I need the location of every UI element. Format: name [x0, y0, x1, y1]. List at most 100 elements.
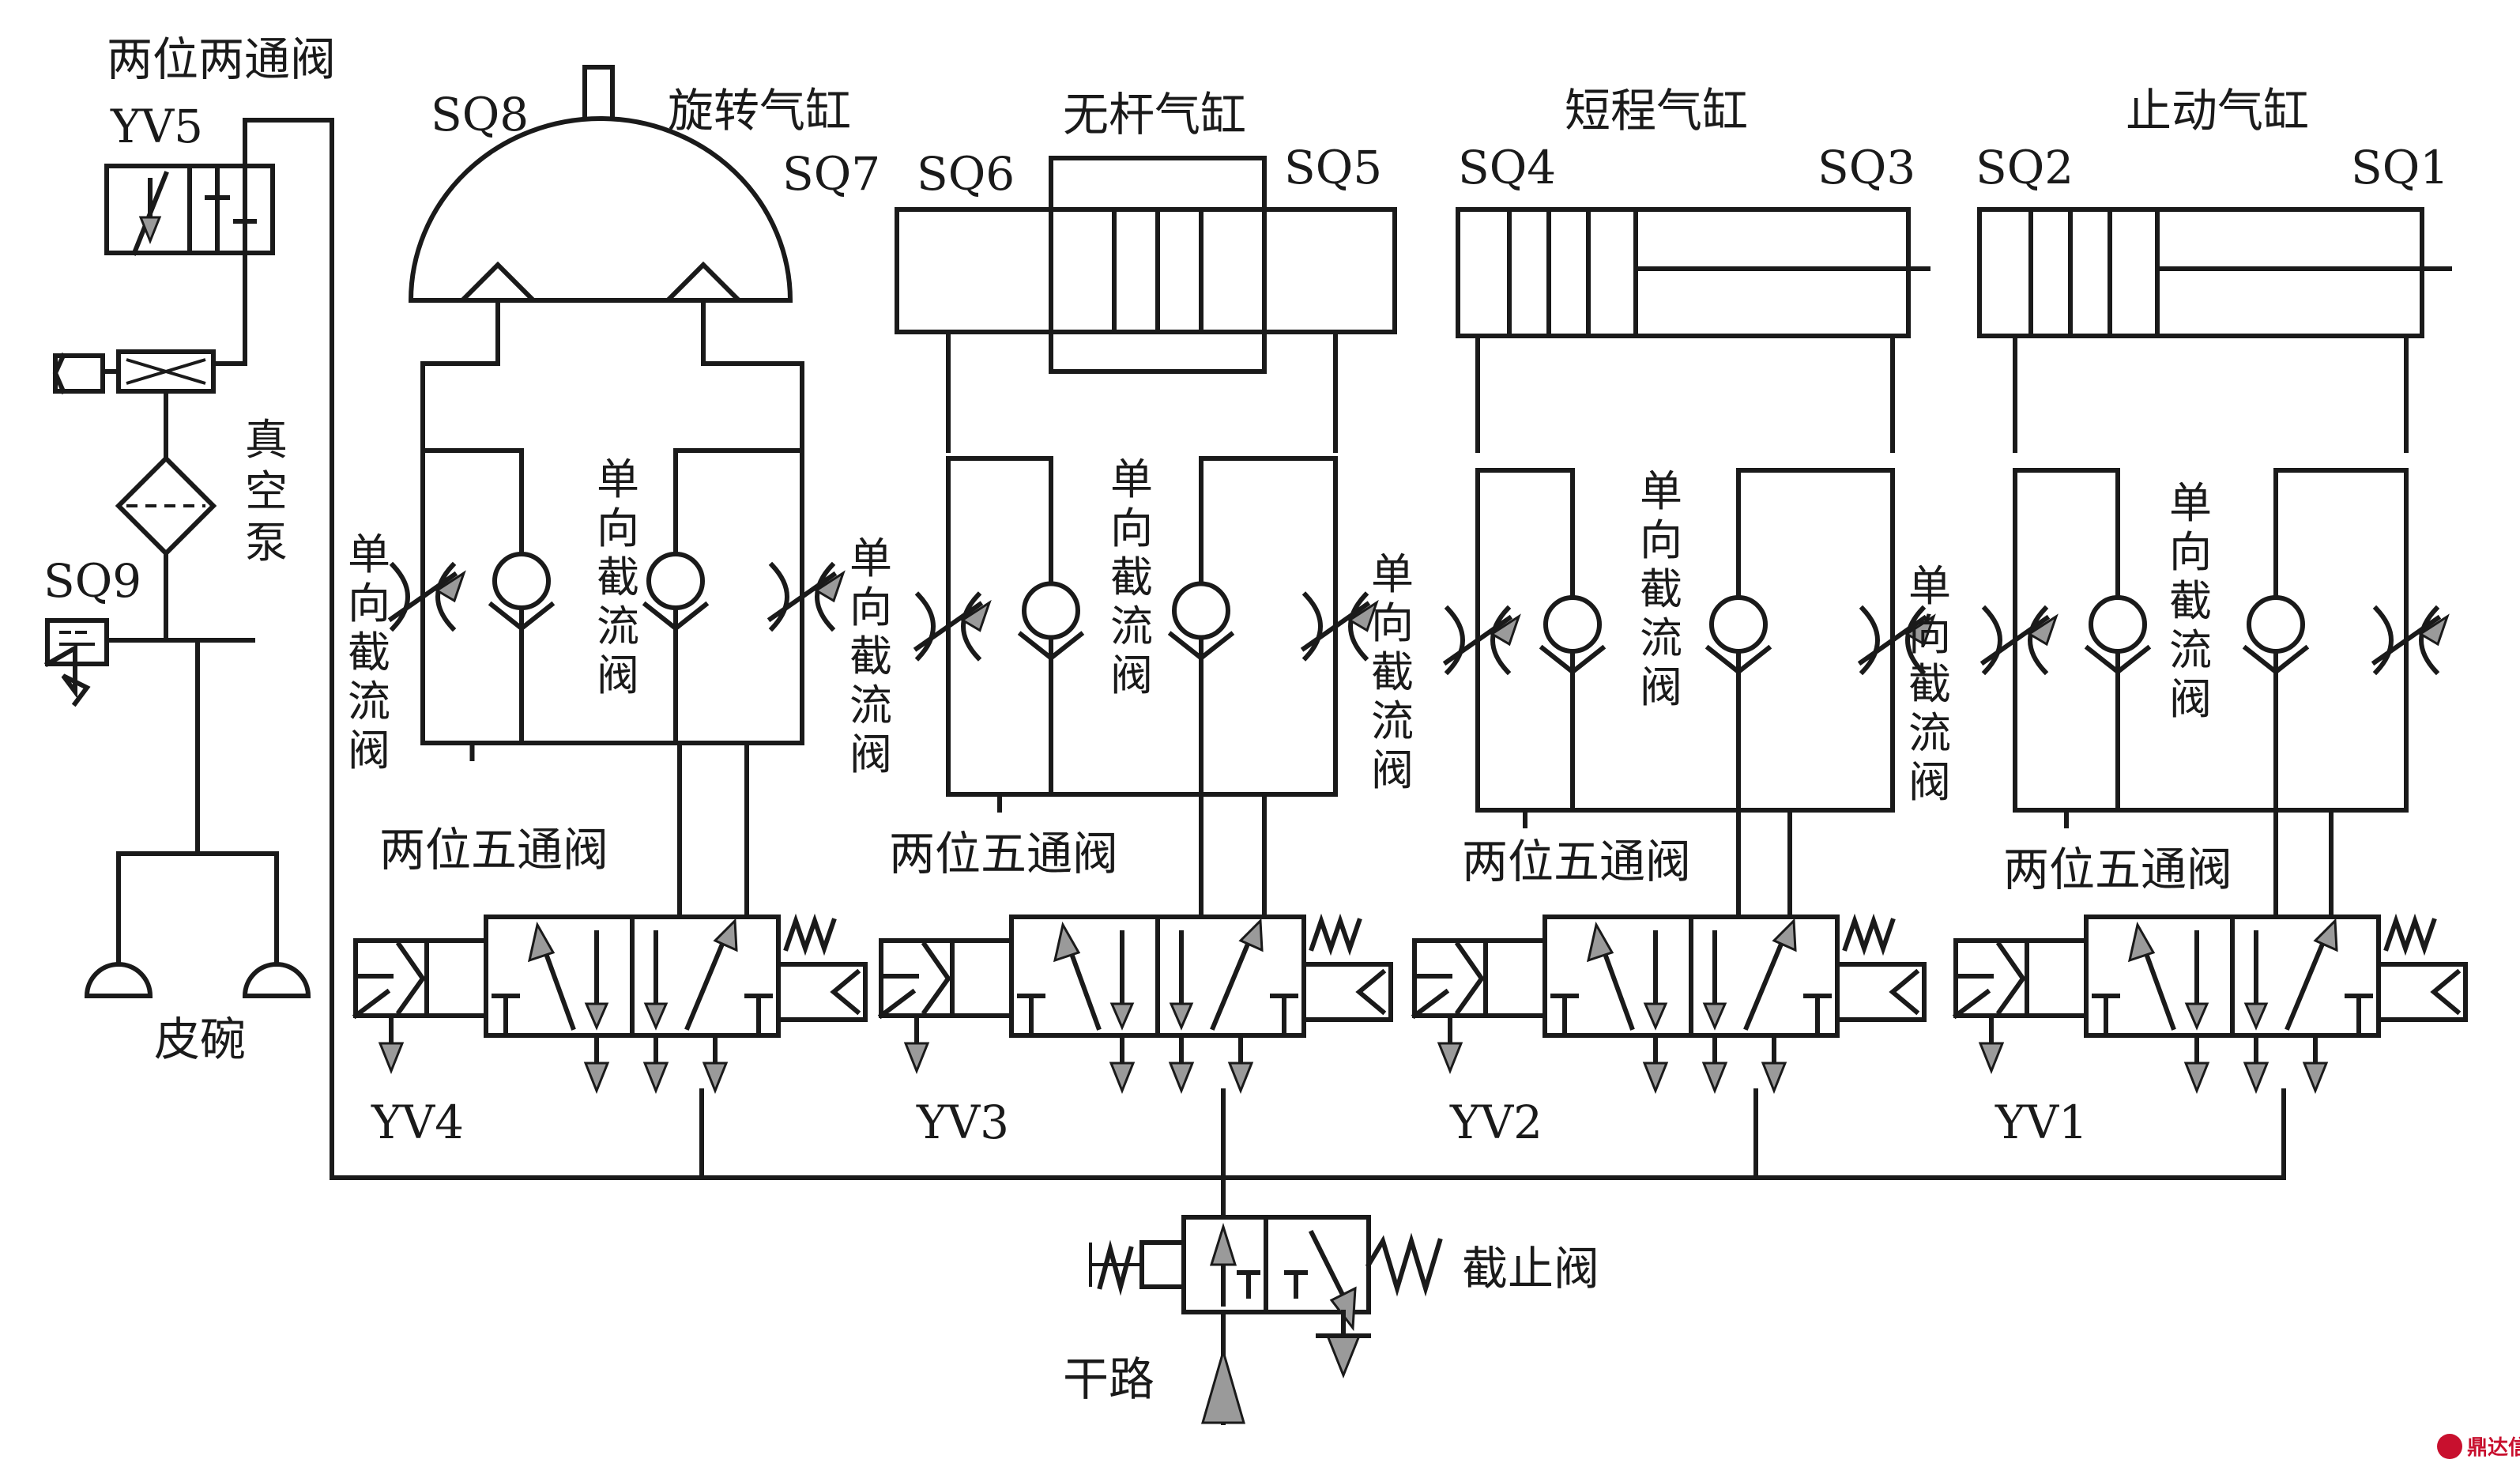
- check-throttle-char: 流: [2169, 625, 2212, 675]
- exhaust-arrow: [583, 1062, 610, 1095]
- throttle-arc: [1981, 605, 2002, 676]
- check-throttle-label-1: 单向截流阀: [348, 530, 390, 775]
- check-throttle-char: 单: [1110, 454, 1153, 504]
- solenoid-box-right: [1301, 962, 1393, 1022]
- sq4-label: SQ4: [1458, 141, 1556, 194]
- flow-arrow-4: [1238, 918, 1264, 952]
- five-way-valve-label-yv3: 两位五通阀: [889, 827, 1118, 881]
- main-line-label: 干路: [1063, 1352, 1155, 1406]
- check-throttle-char: 截: [2169, 576, 2212, 626]
- pilot-frame: [1483, 938, 1547, 1018]
- short-cylinder-label: 短程气缸: [1565, 84, 1748, 138]
- sq6-label: SQ6: [917, 147, 1015, 201]
- five-way-valve-label-yv2: 两位五通阀: [1462, 835, 1691, 888]
- throttle-arc: [768, 561, 789, 632]
- exhaust-arrow: [903, 1042, 930, 1075]
- flow-arrow-4: [713, 918, 738, 952]
- flow-arrow-4: [1772, 918, 1797, 952]
- check-valve-seat: [1017, 631, 1085, 662]
- exhaust-arrow: [2302, 1062, 2329, 1095]
- throttle-arc: [2028, 605, 2049, 676]
- throttle-arc: [2419, 605, 2440, 676]
- pilot-triangle: [921, 941, 951, 1016]
- check-throttle-char: 流: [1371, 696, 1414, 746]
- vacuum-pump-label-2: 空: [245, 466, 288, 516]
- spring: [1309, 913, 1362, 956]
- sq3-label: SQ3: [1817, 141, 1915, 194]
- exhaust-arrow: [1701, 1062, 1728, 1095]
- check-valve-seat: [642, 601, 710, 632]
- exhaust-arrow: [1642, 1062, 1669, 1095]
- throttle-adjust: [1857, 614, 1928, 666]
- rodless-cylinder: [895, 156, 1397, 453]
- check-valve-seat: [2084, 644, 2152, 675]
- check-throttle-char: 截: [348, 628, 390, 677]
- check-throttle-pair-short: [1442, 468, 1936, 919]
- flow-arrow-4: [2313, 918, 2338, 952]
- sq1-label: SQ1: [2351, 141, 2449, 194]
- solenoid-triangle-right: [1889, 968, 1920, 1016]
- flow-arrow-2: [1109, 1002, 1135, 1031]
- check-throttle-char: 向: [1110, 503, 1153, 553]
- throttle-adjust: [1300, 601, 1371, 652]
- check-throttle-char: 向: [1908, 610, 1951, 660]
- short-stroke-cylinder: [1456, 207, 1930, 453]
- blocked-port: [1017, 994, 1045, 1038]
- envelope-left: [484, 915, 635, 1038]
- solenoid-box-right: [1835, 962, 1927, 1022]
- vacuum-generator: [52, 349, 217, 643]
- check-throttle-char: 单: [348, 530, 390, 579]
- yv3-label: YV3: [916, 1096, 1009, 1149]
- sq9-pressure-switch: [43, 618, 255, 707]
- flow-path-4: [1743, 930, 1789, 1031]
- throttle-arrow: [960, 599, 992, 632]
- pipe-to-valve-right: [1262, 792, 1338, 919]
- pilot-triangle: [1995, 941, 2026, 1016]
- watermark-text: 鼎达信: [2467, 1436, 2520, 1460]
- check-throttle-char: 截: [1110, 552, 1153, 602]
- throttle-arc: [2372, 605, 2394, 676]
- throttle-arrow: [435, 570, 466, 603]
- check-valve-seat: [488, 601, 556, 632]
- solenoid-coil: [1411, 974, 1452, 1020]
- blocked-port: [2092, 994, 2120, 1038]
- flow-path-4: [1210, 930, 1256, 1031]
- check-throttle-char: 阀: [2169, 674, 2212, 724]
- yv1-label: YV1: [1995, 1096, 2088, 1149]
- check-valve-seat: [1704, 644, 1772, 675]
- sq8-label: SQ8: [431, 88, 529, 141]
- blocked-port: [1550, 994, 1579, 1038]
- check-valve-ball: [2089, 595, 2147, 654]
- check-throttle-char: 单: [1371, 549, 1414, 599]
- throttle-arrow: [1347, 599, 1379, 632]
- check-throttle-char: 截: [849, 632, 892, 681]
- check-throttle-label-5: 单向截流阀: [1371, 549, 1414, 795]
- blocked-port-2: [2345, 994, 2373, 1038]
- spring: [783, 913, 837, 956]
- exhaust-arrow: [378, 1042, 405, 1075]
- pipe-to-valve-right: [744, 741, 804, 919]
- spring: [2383, 913, 2437, 956]
- exhaust-arrow: [1978, 1042, 2005, 1075]
- exhaust-arrow: [702, 1062, 729, 1095]
- check-throttle-char: 向: [849, 583, 892, 632]
- check-valve-ball: [1709, 595, 1768, 654]
- throttle-arrow: [2027, 613, 2059, 647]
- check-throttle-label-8: 单向截流阀: [2169, 478, 2212, 724]
- watermark: 鼎达信: [2437, 1434, 2520, 1460]
- check-throttle-label-7: 单向截流阀: [1908, 561, 1951, 807]
- check-throttle-char: 阀: [1908, 757, 1951, 807]
- five-way-valve-label-yv1: 两位五通阀: [2003, 843, 2232, 896]
- check-throttle-char: 阀: [1640, 662, 1682, 712]
- flow-path-4: [684, 930, 730, 1031]
- two-way-valve-label: 两位两通阀: [107, 32, 336, 86]
- exhaust-arrow: [1227, 1062, 1254, 1095]
- flow-arrow-3: [1702, 1002, 1727, 1031]
- stop-cylinder-label: 止动气缸: [2126, 84, 2309, 138]
- check-throttle-char: 流: [849, 681, 892, 730]
- pipe-to-valve-left: [420, 741, 682, 919]
- throttle-arc: [389, 561, 410, 632]
- check-throttle-char: 单: [2169, 478, 2212, 528]
- solenoid-box-right: [2376, 962, 2468, 1022]
- pipe-to-valve-right: [1787, 808, 1895, 919]
